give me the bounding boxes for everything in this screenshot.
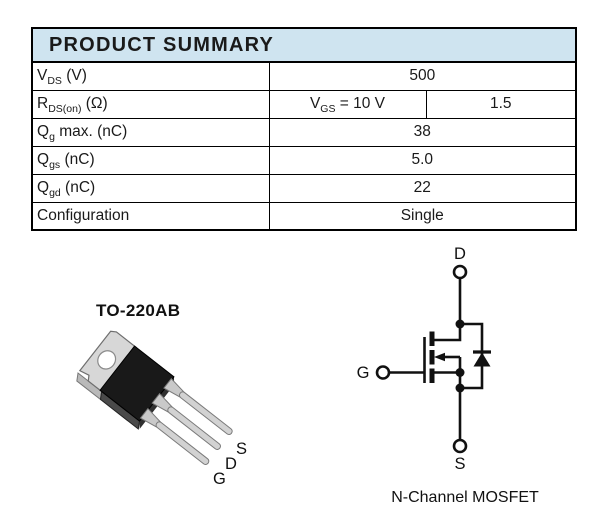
drain-terminal-label: D: [454, 245, 466, 263]
mosfet-schematic: D G: [357, 245, 539, 506]
row-label: RDS(on) (Ω): [31, 89, 270, 119]
package-pin-label-gate: G: [213, 470, 226, 488]
package-lead-drain: [151, 392, 222, 451]
row-value: 22: [268, 173, 577, 203]
package-pin-label-source: S: [236, 440, 247, 458]
package-drawing: [76, 330, 233, 465]
package-lead-gate: [139, 407, 210, 465]
table-row: Qg max. (nC)38: [31, 117, 577, 147]
table-row: Qgs (nC)5.0: [31, 145, 577, 175]
row-label: Qgd (nC): [31, 173, 270, 203]
source-terminal: [452, 438, 468, 454]
row-label: Qgs (nC): [31, 145, 270, 175]
row-value: 5.0: [268, 145, 577, 175]
table-header-row: PRODUCT SUMMARY: [30, 27, 578, 63]
row-value: 38: [268, 117, 577, 147]
row-value: 500: [268, 61, 577, 91]
source-terminal-label: S: [454, 455, 465, 473]
package-pin-label-drain: D: [225, 455, 237, 473]
table-row: Qgd (nC)22: [31, 173, 577, 203]
mounting-hole: [97, 350, 117, 370]
row-label: VDS (V): [31, 61, 270, 91]
table-title: PRODUCT SUMMARY: [30, 27, 578, 63]
row-value: Single: [268, 201, 577, 231]
schematic-caption: N-Channel MOSFET: [391, 489, 539, 506]
row-label: Configuration: [31, 201, 270, 231]
mosfet-symbol: D G: [357, 245, 491, 473]
package-title: TO-220AB: [96, 301, 181, 320]
body-diode-branch: [460, 322, 484, 390]
drain-terminal: [452, 264, 468, 280]
row-value: 1.5: [425, 89, 577, 119]
package-lead-source: [163, 377, 233, 436]
row-label: Qg max. (nC): [31, 117, 270, 147]
package-figure: G D S: [76, 330, 247, 488]
body-arrow: [434, 352, 445, 362]
gate-terminal-label: G: [357, 364, 370, 382]
row-value: VGS = 10 V: [268, 89, 427, 119]
body-diode: [473, 352, 491, 367]
table-row: VDS (V)500: [31, 61, 577, 91]
gate-terminal: [375, 365, 391, 380]
